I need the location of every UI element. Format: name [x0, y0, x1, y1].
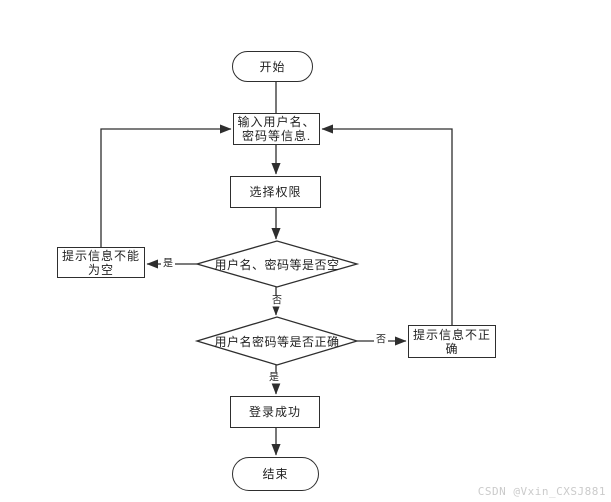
prompt-empty-line2: 为空	[87, 262, 114, 277]
input-info-line2: 密码等信息.	[241, 129, 311, 143]
select-permission-label: 选择权限	[249, 185, 302, 199]
check-empty-label: 用户名、密码等是否空	[214, 257, 340, 272]
prompt-incorrect-process: 提示信息不正 确	[408, 325, 496, 358]
select-permission-process: 选择权限	[230, 176, 321, 208]
edge-prompt-empty-back-to-input	[100, 124, 232, 247]
prompt-empty-line1: 提示信息不能	[61, 248, 140, 263]
end-terminator: 结束	[232, 457, 319, 491]
watermark-text: CSDN @Vxin_CXSJ881	[477, 485, 606, 498]
edge-prompt-incorrect-back-to-input	[321, 124, 453, 325]
edge-label-empty-no: 否	[270, 295, 284, 307]
start-terminator: 开始	[232, 51, 313, 82]
end-label: 结束	[262, 467, 289, 481]
login-success-label: 登录成功	[248, 405, 301, 419]
check-empty-diamond	[194, 240, 360, 288]
start-label: 开始	[259, 59, 286, 74]
edge-label-empty-yes: 是	[161, 258, 175, 270]
prompt-incorrect-line1: 提示信息不正	[412, 327, 491, 342]
login-success-process: 登录成功	[230, 396, 320, 428]
check-correct-diamond	[194, 316, 360, 366]
input-info-line1: 输入用户名、	[237, 115, 316, 129]
edge-label-correct-yes: 是	[267, 372, 281, 384]
prompt-empty-process: 提示信息不能 为空	[57, 247, 145, 278]
prompt-incorrect-line2: 确	[445, 341, 459, 356]
edge-label-correct-no: 否	[374, 334, 388, 346]
check-correct-label: 用户名密码等是否正确	[214, 334, 340, 349]
input-info-process: 输入用户名、 密码等信息.	[233, 113, 320, 145]
